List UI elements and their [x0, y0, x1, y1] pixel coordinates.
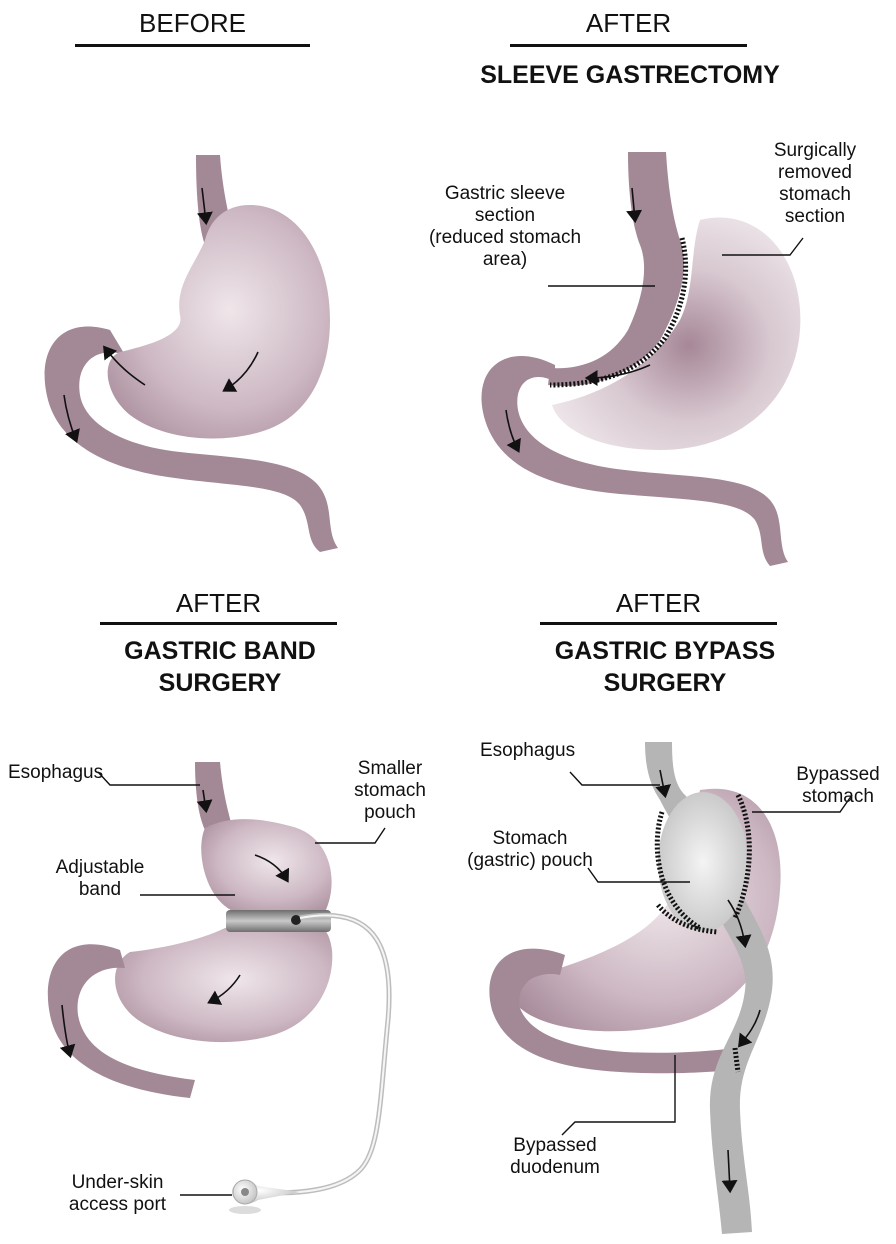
sleeve-title-rule	[510, 44, 747, 47]
access-port-center	[241, 1188, 249, 1196]
band-esophagus	[195, 762, 232, 830]
access-port-line-2: access port	[55, 1194, 180, 1216]
before-stomach	[108, 205, 330, 438]
bypassed-stomach-label: Bypassed stomach	[780, 764, 896, 808]
band-upper-pouch	[201, 819, 331, 912]
band-title: AFTER	[100, 588, 337, 618]
removed-section-line-2: removed	[750, 162, 880, 184]
before-stomach-group	[45, 155, 338, 552]
smaller-pouch-line-1: Smaller	[340, 758, 440, 780]
sleeve-title: AFTER	[510, 8, 747, 38]
esophagus-leader-band	[98, 772, 200, 785]
gastric-pouch-line-2: (gastric) pouch	[455, 850, 605, 872]
adjustable-band-shape	[226, 910, 331, 932]
removed-section-label: Surgically removed stomach section	[750, 140, 880, 228]
bypass-title-rule	[540, 622, 777, 625]
adjustable-band-line-2: band	[40, 879, 160, 901]
band-connector	[291, 915, 301, 925]
bypassed-duodenum-line-2: duodenum	[490, 1157, 620, 1179]
bypassed-stomach-line-2: stomach	[780, 786, 896, 808]
removed-section-line-4: section	[750, 206, 880, 228]
smaller-pouch-label: Smaller stomach pouch	[340, 758, 440, 824]
bypass-title: AFTER	[540, 588, 777, 618]
sleeve-section-line-2: section	[405, 205, 605, 227]
removed-section-line-1: Surgically	[750, 140, 880, 162]
band-lower-stomach	[115, 928, 332, 1042]
band-esophagus-label: Esophagus	[8, 762, 103, 784]
removed-section-line-3: stomach	[750, 184, 880, 206]
sleeve-section-line-1: Gastric sleeve	[405, 183, 605, 205]
band-subtitle-1: GASTRIC BAND	[75, 636, 365, 666]
adjustable-band-label: Adjustable band	[40, 857, 160, 901]
bypassed-duodenum-line-1: Bypassed	[490, 1135, 620, 1157]
sleeve-section-line-3: (reduced stomach	[405, 227, 605, 249]
sleeve-section-line-4: area)	[405, 249, 605, 271]
esophagus-leader-bypass	[570, 772, 660, 785]
smaller-pouch-line-3: pouch	[340, 802, 440, 824]
gastric-pouch-line-1: Stomach	[455, 828, 605, 850]
pouch-leader	[315, 828, 385, 843]
band-title-rule	[100, 622, 337, 625]
sleeve-subtitle: SLEEVE GASTRECTOMY	[455, 60, 805, 90]
bypass-subtitle-2: SURGERY	[515, 668, 815, 698]
adjustable-band-line-1: Adjustable	[40, 857, 160, 879]
bypassed-stomach-line-1: Bypassed	[780, 764, 896, 786]
access-port-line-1: Under-skin	[55, 1172, 180, 1194]
access-port-label: Under-skin access port	[55, 1172, 180, 1216]
band-subtitle-2: SURGERY	[75, 668, 365, 698]
before-title-rule	[75, 44, 310, 47]
bypass-esophagus-label: Esophagus	[480, 740, 575, 762]
access-port-shadow	[229, 1206, 261, 1214]
smaller-pouch-line-2: stomach	[340, 780, 440, 802]
before-title: BEFORE	[75, 8, 310, 38]
band-group	[48, 762, 389, 1214]
gastric-pouch-label: Stomach (gastric) pouch	[455, 828, 605, 872]
bypass-subtitle-1: GASTRIC BYPASS	[515, 636, 815, 666]
bypassed-duodenum-label: Bypassed duodenum	[490, 1135, 620, 1179]
sleeve-section-label: Gastric sleeve section (reduced stomach …	[405, 183, 605, 271]
